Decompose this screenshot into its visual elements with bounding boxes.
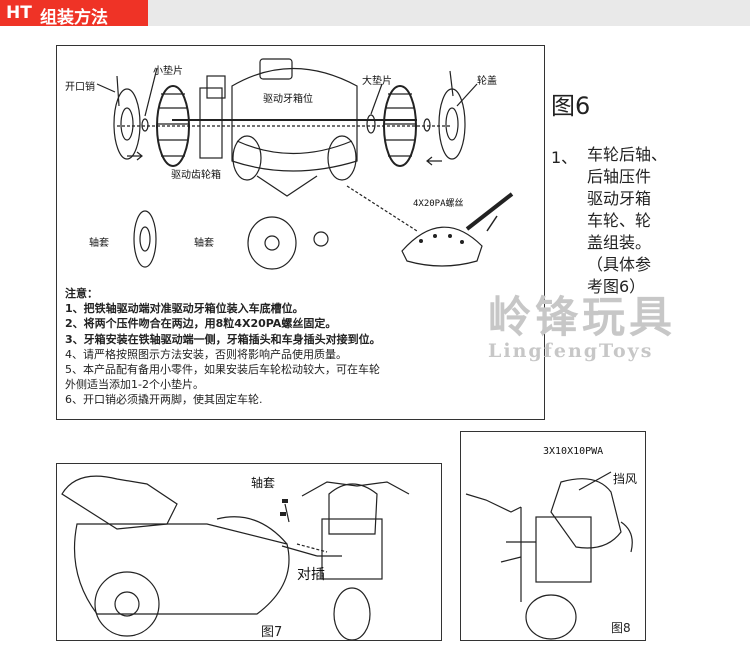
brand-block: HT 组装方法 xyxy=(0,0,148,28)
figure-7-caption: 图7 xyxy=(261,625,283,640)
step-line: 盖组装。 xyxy=(587,233,652,252)
label-cotter-pin: 开口销 xyxy=(65,82,95,93)
note-line: 2、将两个压件吻合在两边，用8粒4X20PA螺丝固定。 xyxy=(65,317,337,331)
figure-7-panel: 轴套 对插 图7 xyxy=(56,463,442,641)
figure-8-diagram xyxy=(465,471,633,640)
step-number: 1、 xyxy=(551,148,578,167)
label-bushing-right: 轴套 xyxy=(194,238,214,249)
label-screw-spec: 3X10X10PWA xyxy=(543,446,604,457)
note-line: 1、把铁轴驱动端对准驱动牙箱位装入车底槽位。 xyxy=(65,302,304,316)
notes-title: 注意： xyxy=(65,287,98,300)
note-line: 5、本产品配有备用小零件，如果安装后车轮松动较大，可在车轮 xyxy=(65,363,380,377)
note-line: 3、牙箱安装在铁轴驱动端一侧，牙箱插头和车身插头对接到位。 xyxy=(65,332,381,346)
figure-6-panel: 开口销 小垫片 驱动牙箱位 大垫片 轮盖 驱动齿轮箱 4X20PA螺丝 轴套 轴… xyxy=(56,45,545,420)
note-line: 6、开口销必须撬开两脚，使其固定车轮. xyxy=(65,393,263,407)
step-line: （具体参 xyxy=(587,255,652,274)
label-bushing: 轴套 xyxy=(251,476,276,490)
label-small-washer: 小垫片 xyxy=(153,66,183,77)
label-drive-box-slot: 驱动牙箱位 xyxy=(263,94,313,105)
step-line: 后轴压件 xyxy=(587,167,652,186)
figure-7-diagram xyxy=(61,475,410,640)
label-big-washer: 大垫片 xyxy=(362,76,392,87)
brand-logo: HT xyxy=(6,3,32,23)
label-bushing-left: 轴套 xyxy=(89,238,109,249)
figure-6-title: 图6 xyxy=(551,92,591,120)
step-line: 驱动牙箱 xyxy=(587,189,652,208)
figure-6-diagram xyxy=(96,58,514,270)
label-wheel-cover: 轮盖 xyxy=(477,76,497,87)
label-drive-gear-box: 驱动齿轮箱 xyxy=(171,170,221,181)
notes-block: 注意： 1、把铁轴驱动端对准驱动牙箱位装入车底槽位。 2、将两个压件吻合在两边，… xyxy=(65,286,540,408)
header-bar: HT 组装方法 xyxy=(0,0,750,28)
note-line: 外侧适当添加1-2个小垫片。 xyxy=(65,378,204,392)
figure-8-caption: 图8 xyxy=(611,621,631,635)
section-title: 组装方法 xyxy=(40,8,108,28)
label-screw: 4X20PA螺丝 xyxy=(413,199,464,209)
step-description: 车轮后轴、 后轴压件 驱动牙箱 车轮、轮 盖组装。 （具体参 考图6） xyxy=(587,144,699,298)
figure-8-panel: 3X10X10PWA 挡风 图8 xyxy=(460,431,646,641)
watermark-english: LingfengToys xyxy=(488,340,654,362)
note-line: 4、请严格按照图示方法安装，否则将影响产品使用质量。 xyxy=(65,347,347,361)
step-line: 车轮后轴、 xyxy=(587,145,668,164)
label-plug: 对插 xyxy=(297,567,325,583)
step-line: 车轮、轮 xyxy=(587,211,652,230)
step-line: 考图6） xyxy=(587,277,646,296)
watermark-chinese: 岭锋玩具 xyxy=(488,293,676,343)
label-windshield: 挡风 xyxy=(613,472,638,486)
